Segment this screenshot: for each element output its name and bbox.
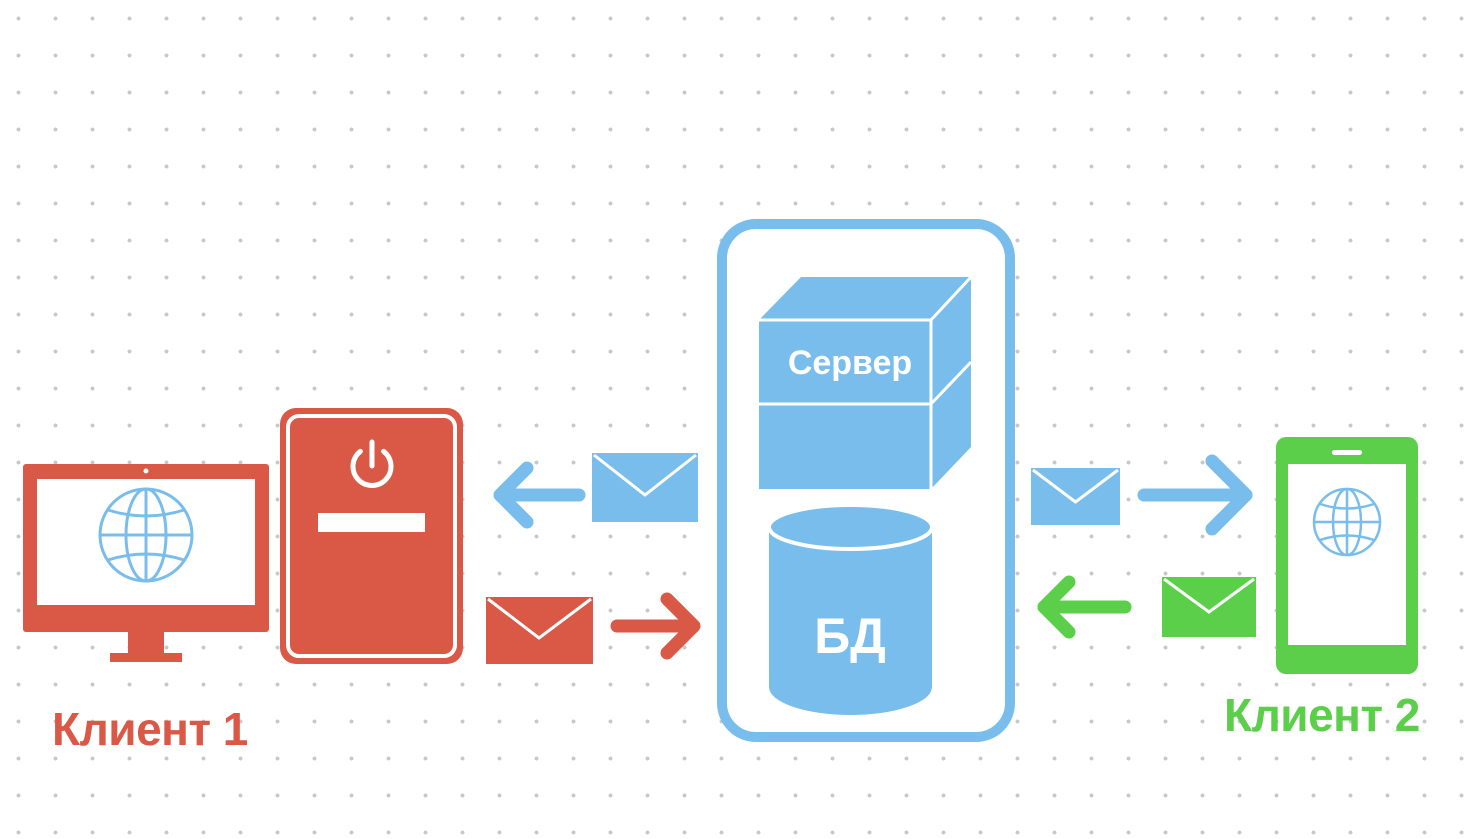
envelope-icon — [486, 597, 593, 664]
envelope-icon — [592, 453, 698, 522]
monitor-globe-icon — [23, 464, 269, 662]
tower-power-icon — [280, 408, 463, 664]
arrow-left-blue-icon — [493, 461, 586, 529]
envelope-icon — [1162, 577, 1256, 637]
client1-label: Клиент 1 — [52, 703, 248, 755]
box-icon — [759, 275, 973, 489]
client2-label: Клиент 2 — [1224, 689, 1420, 741]
phone-globe-icon — [1276, 437, 1418, 674]
server-label: Сервер — [788, 344, 912, 382]
database-icon — [767, 503, 934, 715]
globe-icon — [98, 487, 194, 583]
envelope-icon — [1031, 468, 1120, 525]
arrow-right-red-icon — [610, 592, 701, 660]
db-label: БД — [814, 608, 886, 664]
power-icon — [350, 439, 394, 488]
globe-icon — [1312, 487, 1382, 557]
drive-slot — [318, 513, 425, 532]
arrow-right-blue-icon — [1137, 454, 1253, 536]
arrow-left-green-icon — [1037, 575, 1132, 639]
